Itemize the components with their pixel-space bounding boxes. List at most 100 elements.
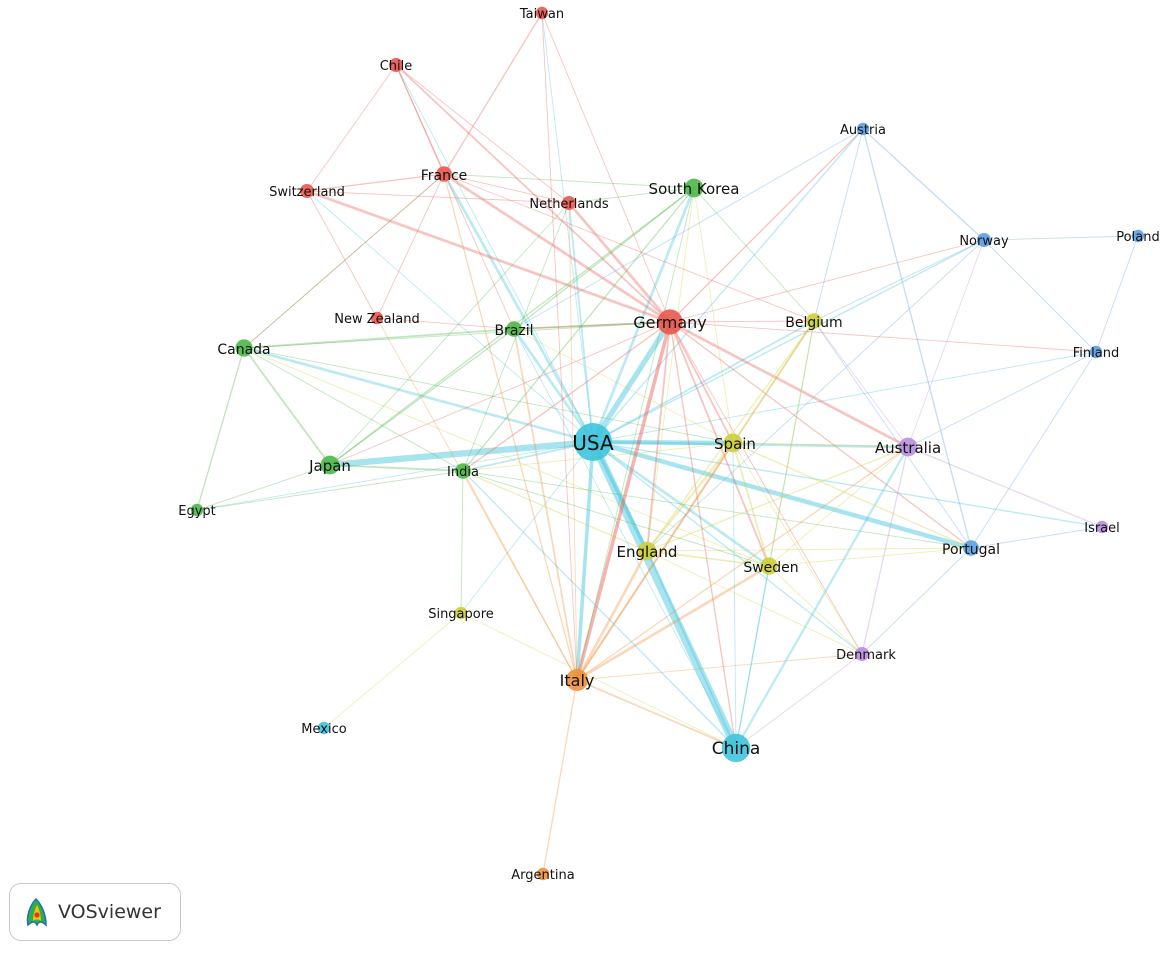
link-japan-canada <box>243 347 331 466</box>
link-germany-england <box>646 321 671 552</box>
node-singapore[interactable] <box>454 606 468 620</box>
node-china[interactable] <box>721 733 751 763</box>
node-israel[interactable] <box>1095 520 1109 534</box>
link-canada-egypt <box>196 347 245 511</box>
link-spain-australia <box>732 442 909 448</box>
link-denmark-china <box>735 653 863 749</box>
link-usa-switzerland <box>306 190 594 443</box>
label-belgium: Belgium <box>785 315 842 331</box>
link-spain-denmark <box>732 442 863 655</box>
link-germany-finland <box>669 321 1097 353</box>
label-australia: Australia <box>875 439 941 457</box>
node-argentina[interactable] <box>536 867 550 881</box>
node-india[interactable] <box>455 463 471 479</box>
node-finland[interactable] <box>1089 345 1103 359</box>
node-denmark[interactable] <box>855 647 869 661</box>
link-usa-egypt <box>196 441 594 511</box>
link-taiwan-italy <box>541 12 578 681</box>
node-germany[interactable] <box>657 309 683 335</box>
link-germany-india <box>462 321 671 472</box>
link-italy-england <box>575 549 649 682</box>
node-norway[interactable] <box>977 233 991 247</box>
node-mexico[interactable] <box>317 721 331 735</box>
label-denmark: Denmark <box>836 648 896 663</box>
link-usa-belgium <box>592 320 815 443</box>
label-brazil: Brazil <box>494 323 533 339</box>
link-france-taiwan <box>443 12 543 175</box>
link-germany-netherlands <box>567 201 672 324</box>
link-china-brazil <box>513 328 737 749</box>
node-switzerland[interactable] <box>300 184 314 198</box>
link-usa-israel <box>592 441 1103 528</box>
node-chile[interactable] <box>389 58 403 72</box>
link-italy-australia <box>576 446 909 681</box>
link-austria-brazil <box>513 128 864 330</box>
link-italy-brazil <box>513 328 578 681</box>
link-france-new-zealand <box>376 173 445 319</box>
node-australia[interactable] <box>898 437 918 457</box>
label-argentina: Argentina <box>511 868 574 883</box>
label-poland: Poland <box>1116 230 1159 245</box>
link-england-india <box>462 470 648 552</box>
link-usa-china <box>588 437 741 753</box>
node-canada[interactable] <box>235 339 253 357</box>
network-nodes <box>190 6 1145 881</box>
link-usa-italy <box>575 440 595 682</box>
node-new-zealand[interactable] <box>370 311 384 325</box>
node-poland[interactable] <box>1131 229 1145 243</box>
label-canada: Canada <box>217 342 270 358</box>
link-china-belgium <box>735 320 815 749</box>
link-germany-france <box>442 172 672 324</box>
link-italy-india <box>462 470 578 681</box>
node-egypt[interactable] <box>190 503 204 517</box>
label-england: England <box>617 543 678 561</box>
link-sweden-portugal <box>768 547 972 567</box>
node-portugal[interactable] <box>963 540 979 556</box>
node-belgium[interactable] <box>806 313 822 329</box>
label-finland: Finland <box>1073 346 1119 361</box>
link-norway-poland <box>983 235 1139 241</box>
link-spain-south-korea <box>693 187 734 444</box>
link-usa-japan <box>326 438 597 469</box>
node-france[interactable] <box>436 166 452 182</box>
vosviewer-logo-icon <box>26 897 47 927</box>
link-usa-india <box>462 441 594 472</box>
label-israel: Israel <box>1084 521 1120 536</box>
node-taiwan[interactable] <box>535 6 549 20</box>
link-usa-sweden <box>591 440 771 568</box>
link-germany-chile <box>395 64 671 323</box>
node-spain[interactable] <box>723 433 743 453</box>
link-usa-germany <box>590 319 673 445</box>
link-england-australia <box>646 446 909 552</box>
link-south-korea-france <box>443 173 695 189</box>
link-germany-australia <box>668 320 910 449</box>
node-brazil[interactable] <box>506 321 522 337</box>
node-italy[interactable] <box>566 669 588 691</box>
link-japan-india <box>329 464 464 472</box>
link-sweden-denmark <box>768 565 863 655</box>
link-egypt-japan <box>196 464 331 511</box>
link-portugal-denmark <box>861 547 972 655</box>
link-south-korea-belgium <box>693 187 815 322</box>
link-sweden-australia <box>768 446 909 567</box>
node-japan[interactable] <box>320 455 340 475</box>
link-italy-france <box>443 173 578 681</box>
label-netherlands: Netherlands <box>529 197 608 212</box>
link-switzerland-chile <box>306 64 397 192</box>
node-usa[interactable] <box>574 423 612 461</box>
link-usa-finland <box>592 351 1097 443</box>
link-usa-australia <box>591 440 910 449</box>
node-england[interactable] <box>637 541 657 561</box>
network-links <box>196 12 1139 875</box>
node-sweden[interactable] <box>760 557 778 575</box>
link-spain-brazil <box>513 328 734 444</box>
node-netherlands[interactable] <box>562 196 576 210</box>
link-italy-new-zealand <box>376 317 578 681</box>
label-usa: USA <box>572 431 614 455</box>
link-germany-china <box>669 321 737 749</box>
node-austria[interactable] <box>856 122 870 136</box>
node-south-korea[interactable] <box>684 178 704 198</box>
link-chile-netherlands <box>395 64 570 204</box>
